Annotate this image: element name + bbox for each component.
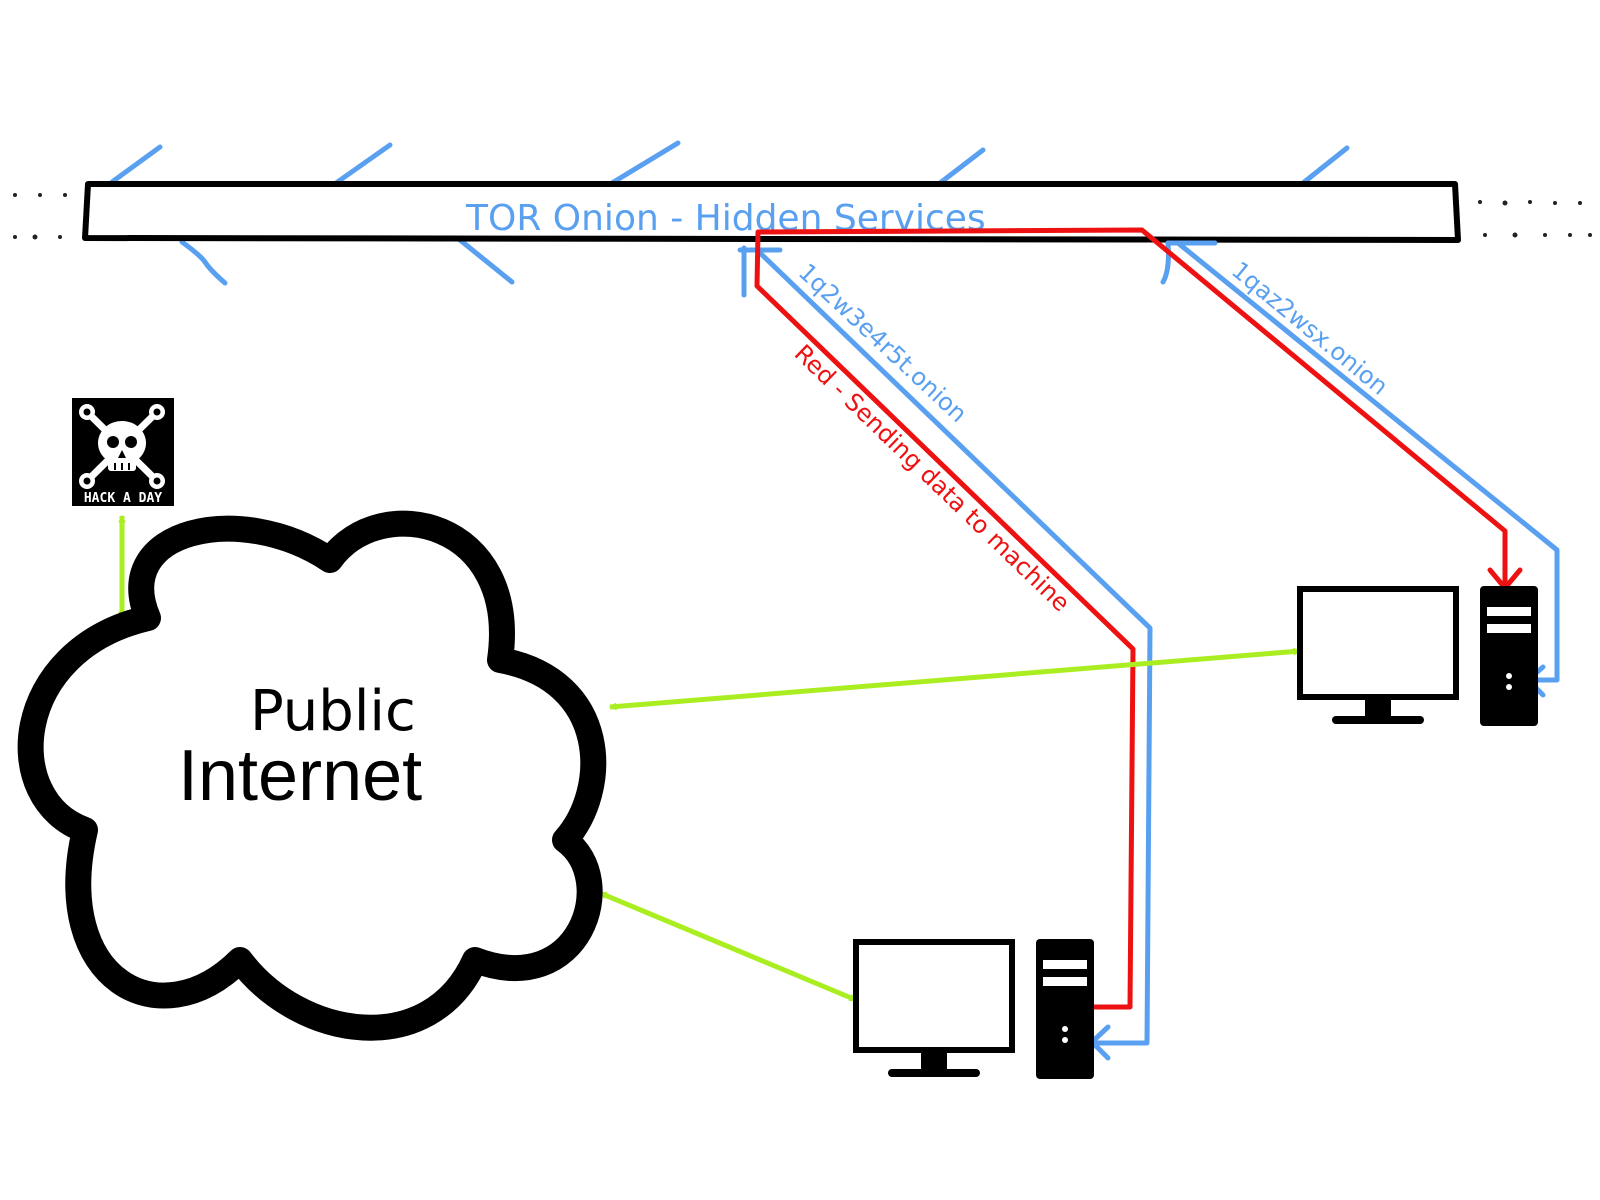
monitor-icon bbox=[853, 939, 1015, 1077]
monitor-icon bbox=[1297, 586, 1459, 724]
onion-address-1: 1q2w3e4r5t.onion bbox=[793, 258, 973, 428]
tower-pc-icon bbox=[1036, 939, 1094, 1079]
blue-onion-link-1 bbox=[737, 245, 1153, 1061]
tor-network-bar bbox=[82, 181, 1461, 243]
tor-bar-hatching bbox=[109, 140, 1350, 286]
hackaday-logo-text: HACK A DAY bbox=[84, 491, 162, 506]
cloud-label-public: Public bbox=[250, 679, 416, 744]
tower-pc-icon bbox=[1480, 586, 1538, 726]
cloud-label-internet: Internet bbox=[178, 736, 422, 816]
dotted-edge-right bbox=[1478, 200, 1592, 238]
public-internet-cloud: Public Internet bbox=[17, 510, 607, 1041]
computer-1 bbox=[1297, 586, 1538, 726]
green-internet-links bbox=[122, 516, 1300, 1003]
hackaday-logo: HACK A DAY bbox=[72, 398, 174, 506]
dotted-edge-left bbox=[13, 193, 67, 240]
onion-address-2: 1qaz2wsx.onion bbox=[1226, 256, 1393, 401]
skull-wrench-icon bbox=[79, 404, 165, 489]
computer-2 bbox=[853, 939, 1094, 1079]
